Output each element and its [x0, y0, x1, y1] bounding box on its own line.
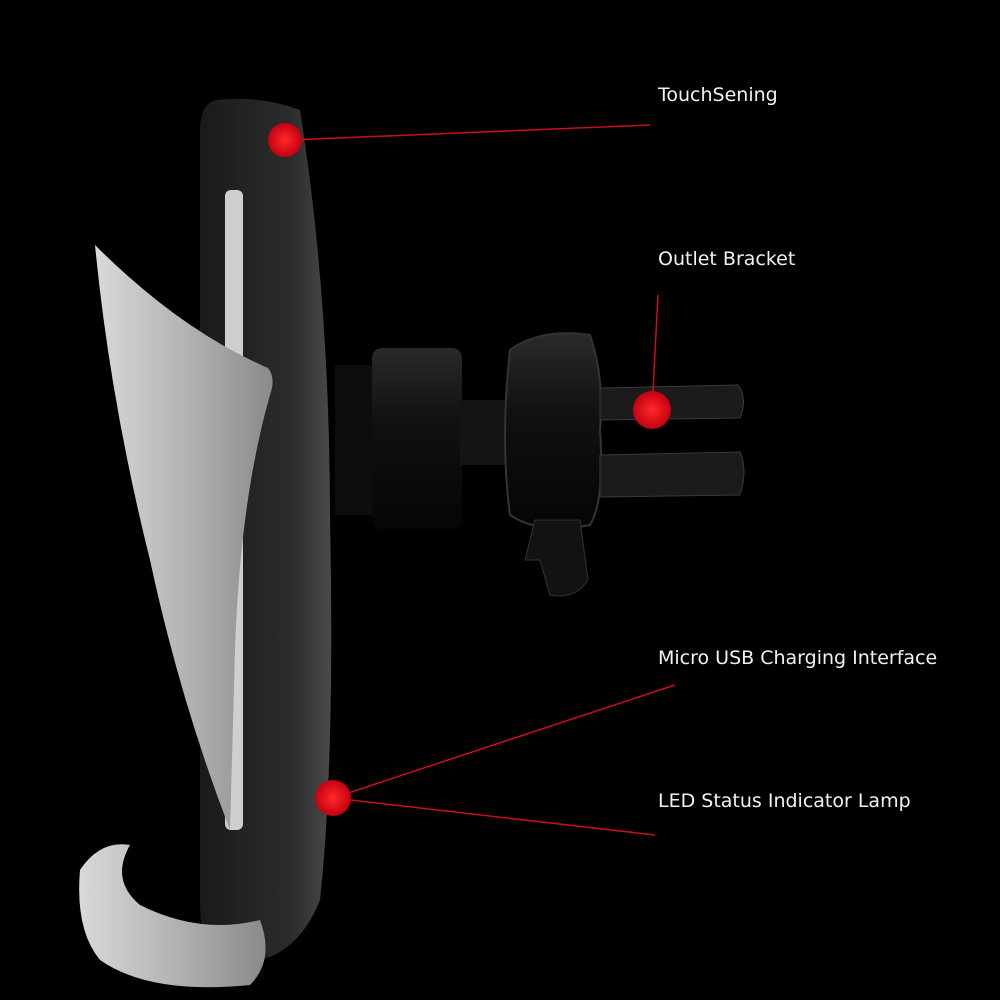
- mount-cylinder: [372, 348, 462, 530]
- touch-sensing-dot: [268, 123, 302, 157]
- led-lamp-dot: [315, 780, 351, 816]
- micro-usb-line: [332, 684, 676, 799]
- vent-prong-lower: [599, 451, 745, 498]
- ball-joint-cylinder: [335, 365, 375, 515]
- outlet-bracket-dot: [633, 391, 671, 429]
- touch-sensing-line: [289, 124, 651, 141]
- callout-outlet-bracket-label: Outlet Bracket: [658, 248, 796, 270]
- vent-clip-head: [504, 332, 603, 530]
- callout-touch-sensing-label: TouchSening: [658, 84, 778, 106]
- outlet-bracket-line: [651, 294, 659, 411]
- bottom-support-hook: [79, 844, 266, 988]
- vent-prong-upper: [599, 384, 744, 421]
- callout-led-lamp-label: LED Status Indicator Lamp: [658, 790, 911, 812]
- clip-release-tab: [524, 519, 589, 597]
- callout-micro-usb-label: Micro USB Charging Interface: [658, 647, 938, 669]
- led-lamp-line: [332, 797, 656, 836]
- silver-side-arm: [95, 245, 273, 830]
- callout-lines: [289, 124, 676, 836]
